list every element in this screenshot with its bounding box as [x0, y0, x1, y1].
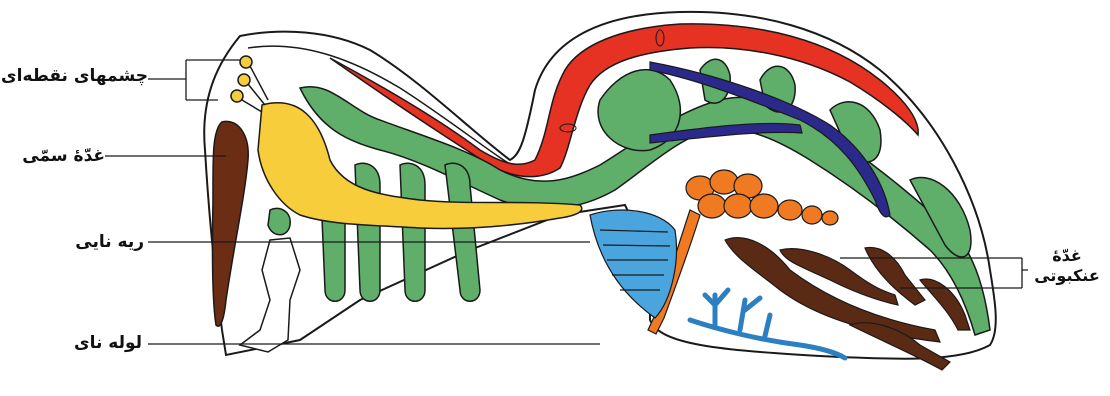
label-spinning-gland-line1: غدّهٔ [1032, 246, 1102, 266]
label-book-lung: ریه نایی [75, 232, 144, 252]
label-trachea: لوله نای [74, 333, 142, 353]
label-venom-gland: غدّهٔ سمّی [22, 146, 105, 166]
book-lung [590, 210, 676, 318]
label-spinning-gland-line2: عنکبوتی [1032, 266, 1102, 286]
label-simple-eyes: چشمهای نقطه‌ای [1, 66, 148, 86]
label-spinning-gland: غدّهٔ عنکبوتی [1032, 246, 1102, 286]
